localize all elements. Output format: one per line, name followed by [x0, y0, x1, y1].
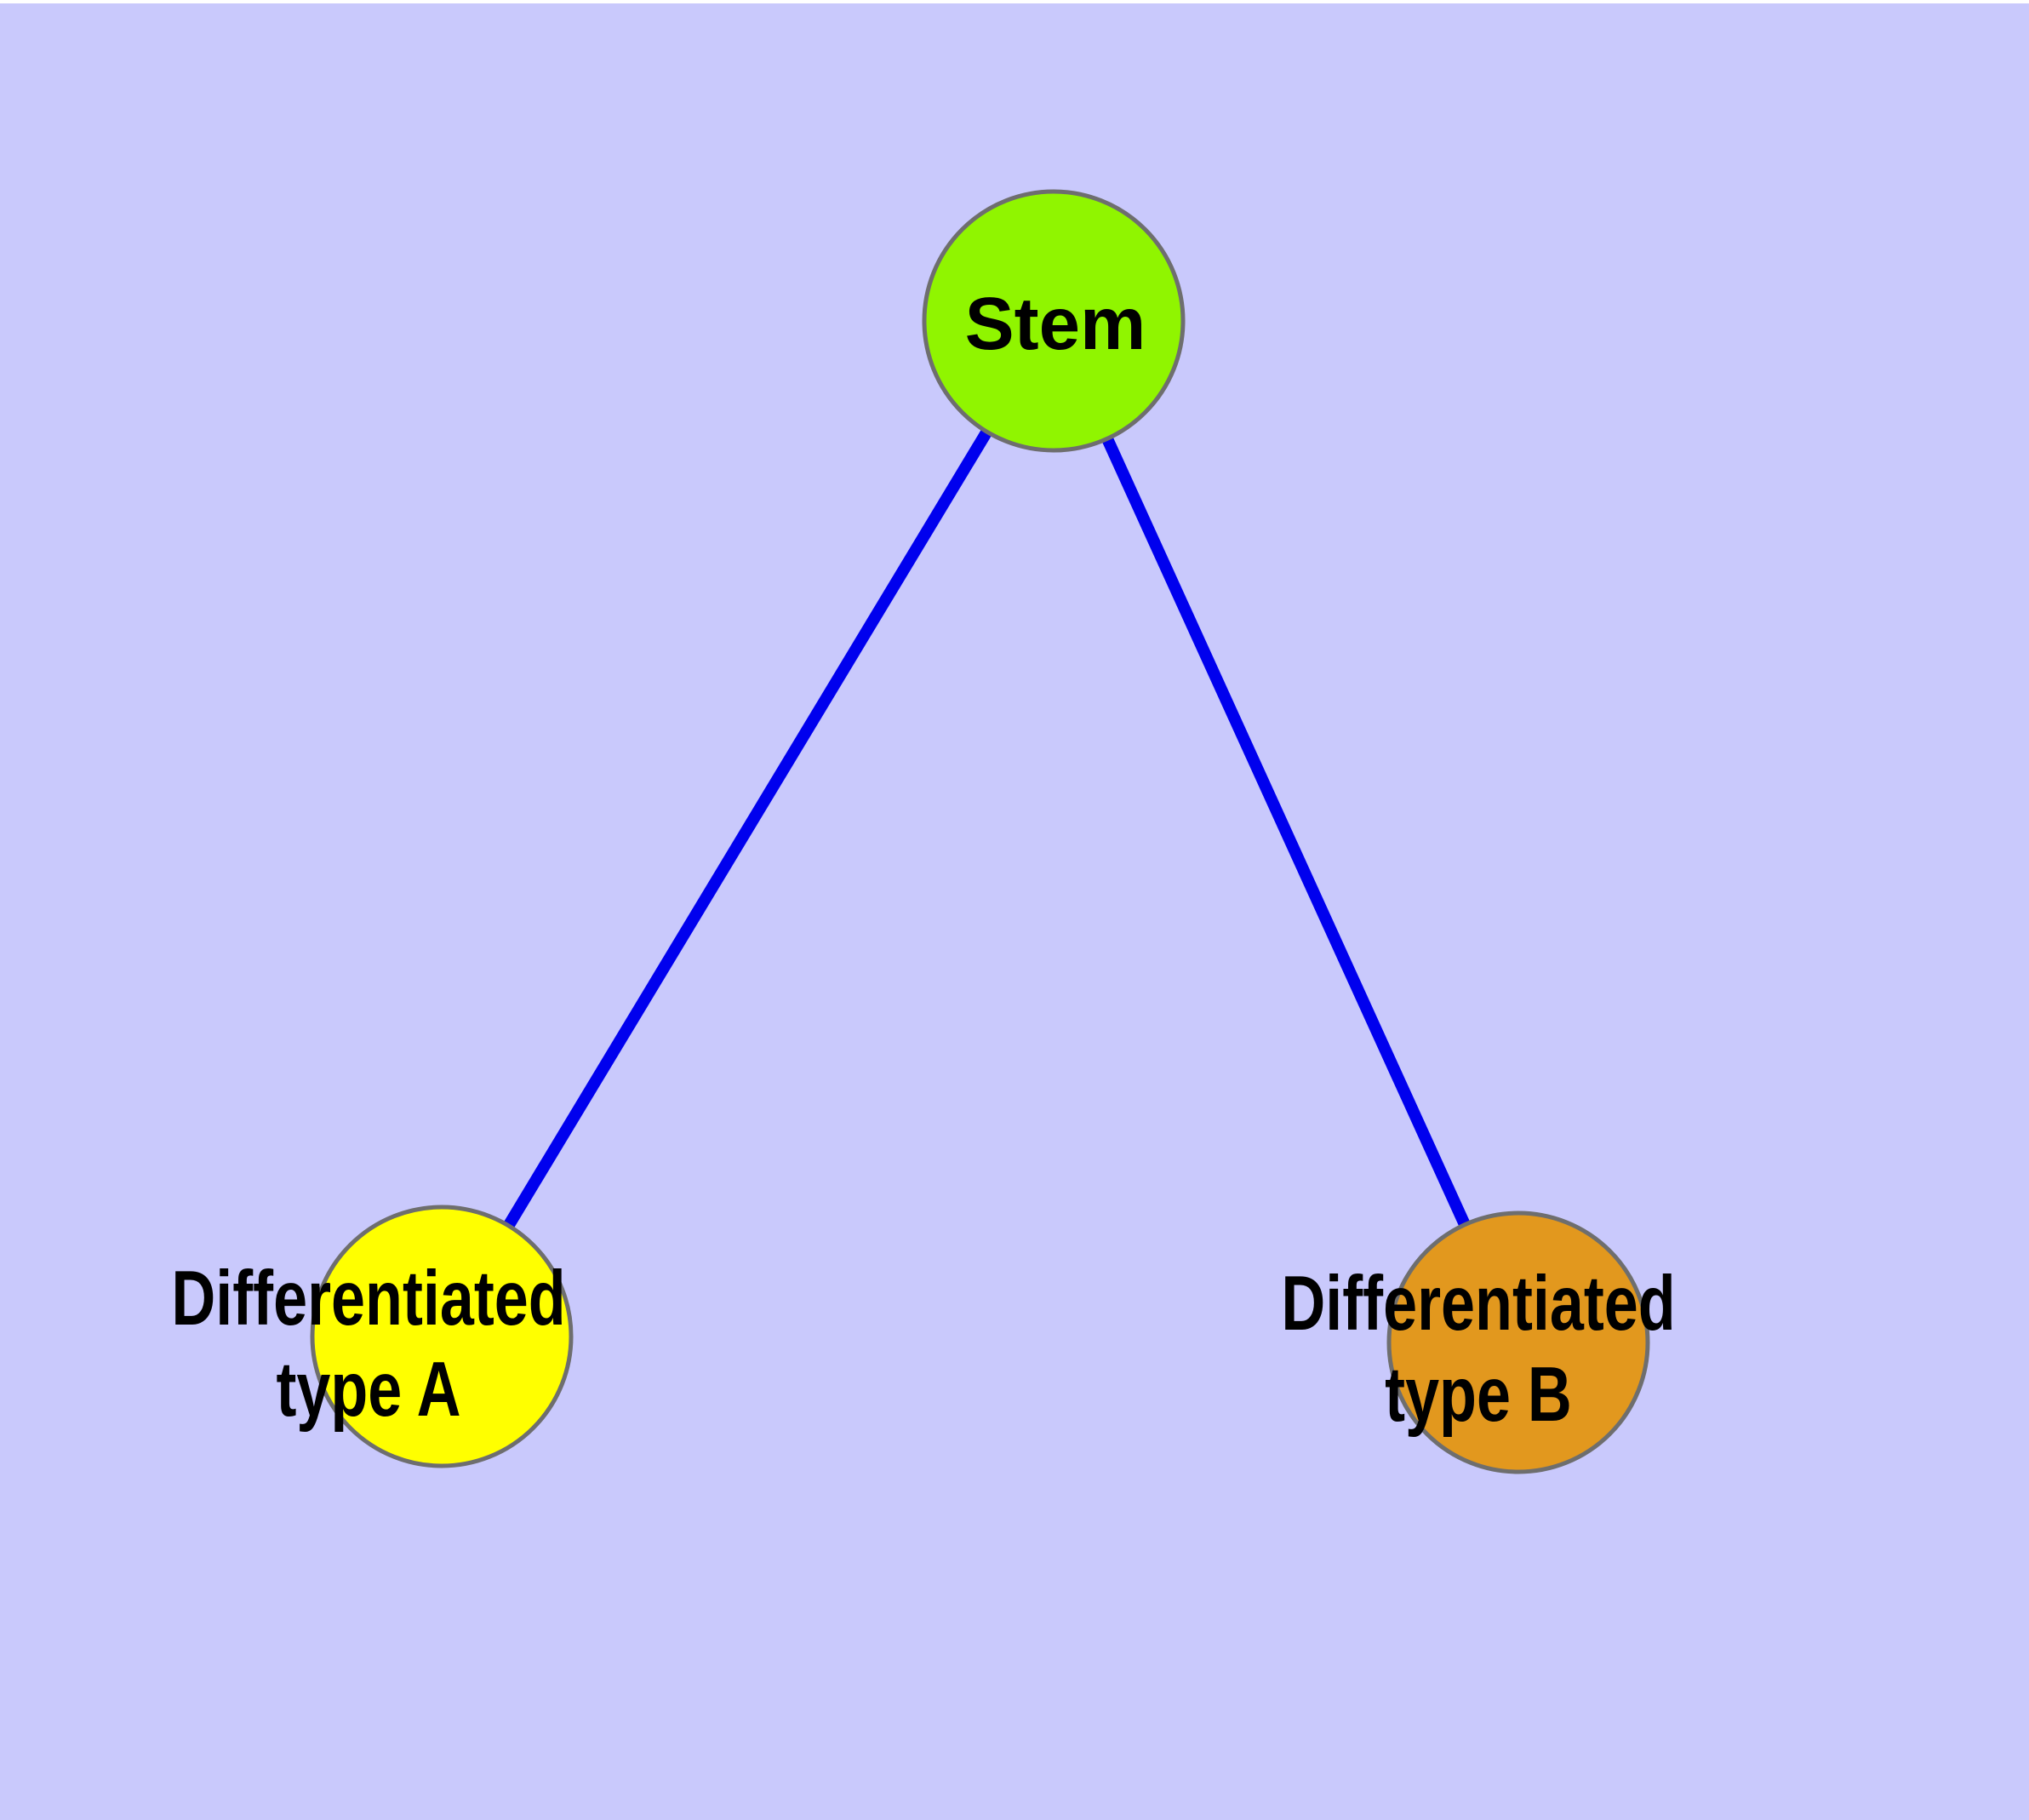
node-differentiated-type-b[interactable] — [1386, 1210, 1650, 1474]
edge-stem-to-type-b[interactable] — [1048, 318, 1524, 1345]
diagram-canvas: Stem Differentiated type A Differentiate… — [0, 3, 2029, 1820]
edge-stem-to-type-a[interactable] — [437, 318, 1059, 1340]
node-differentiated-type-a[interactable] — [310, 1205, 574, 1468]
node-stem[interactable] — [922, 189, 1186, 453]
graph-svg — [0, 3, 2029, 1820]
